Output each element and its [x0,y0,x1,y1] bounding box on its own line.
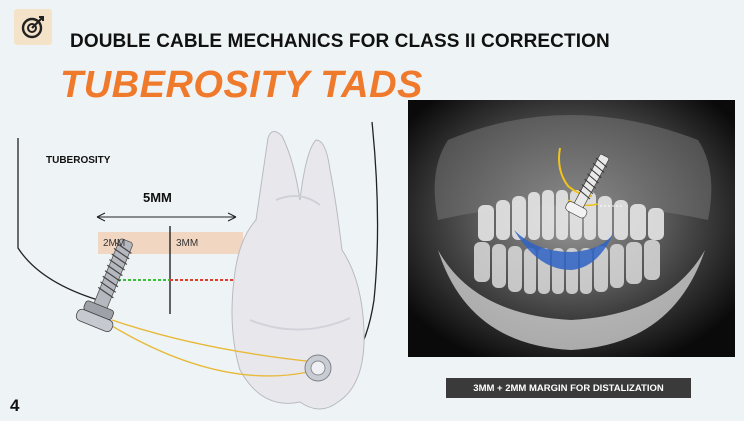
target-logo-icon [20,14,46,40]
width-label: 5MM [143,190,172,205]
xray-caption: 3MM + 2MM MARGIN FOR DISTALIZATION [446,378,691,398]
panoramic-xray [408,100,735,357]
molar-attachment [305,355,331,381]
page-number: 4 [10,396,19,416]
logo-badge [14,9,52,45]
right-segment-label: 3MM [176,238,198,249]
tuberosity-label: TUBEROSITY [46,155,110,166]
dimension-arrow [97,213,236,221]
left-segment-label: 2MM [103,238,125,249]
slide-title: DOUBLE CABLE MECHANICS FOR CLASS II CORR… [70,31,730,53]
xray-image [408,100,735,357]
molar-tooth [232,131,364,409]
tuberosity-diagram [0,100,400,421]
